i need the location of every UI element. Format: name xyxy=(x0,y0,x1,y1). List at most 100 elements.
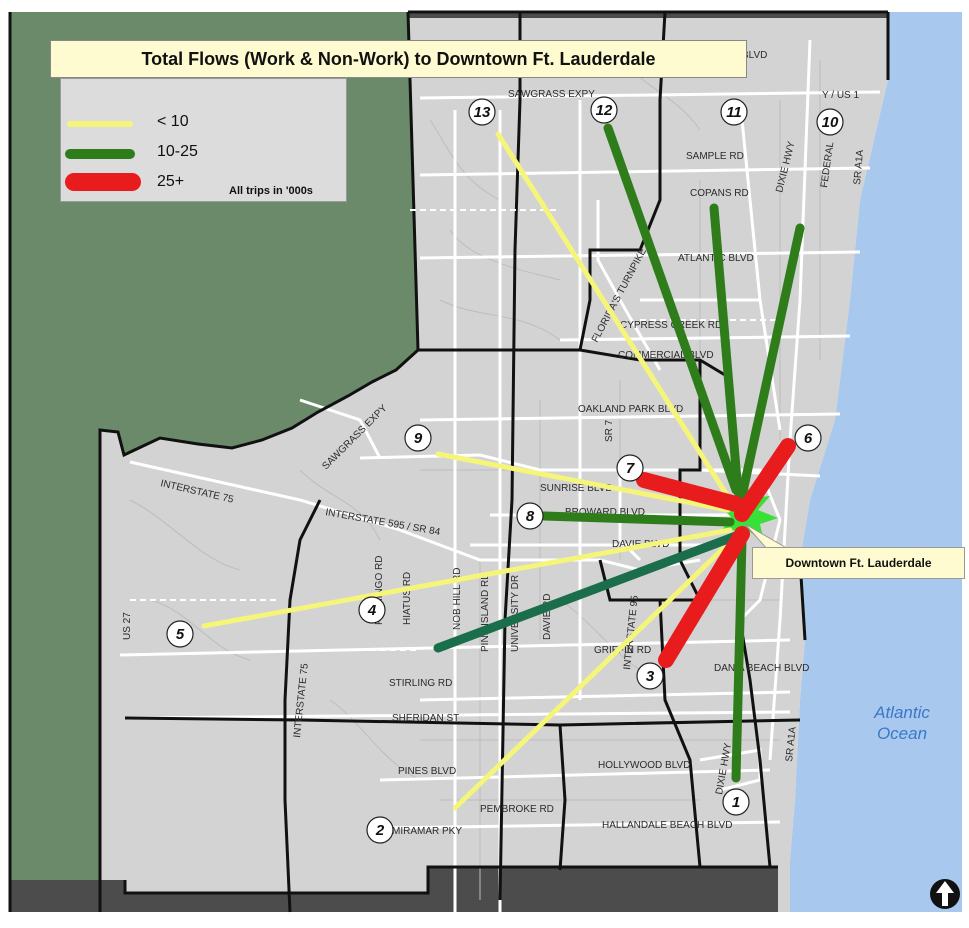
northern-boundary-area xyxy=(408,12,888,18)
road-label-dania-beach: DANIA BEACH BLVD xyxy=(714,663,809,674)
zone-marker-circle xyxy=(816,108,844,136)
road-label-broward-blvd: BROWARD BLVD xyxy=(565,507,645,518)
road-label-copans-rd: COPANS RD xyxy=(690,188,749,199)
flow-line-zone-4 xyxy=(433,531,741,653)
zone-marker-11: 11 xyxy=(720,98,748,126)
dashed-boundaries xyxy=(130,209,780,651)
zone-marker-circle xyxy=(722,788,750,816)
legend-item-low xyxy=(65,121,133,127)
road-label-pine-island-rd: PINE ISLAND RD xyxy=(480,573,491,652)
north-arrow-icon xyxy=(930,879,960,909)
road-label-hallandale: HALLANDALE BEACH BLVD xyxy=(602,820,732,831)
zone-marker-circle xyxy=(516,502,544,530)
flow-line-zone-9 xyxy=(435,451,731,513)
zone-marker-6: 6 xyxy=(794,424,822,452)
zone-marker-12: 12 xyxy=(590,96,618,124)
flow-line-zone-11 xyxy=(709,203,743,497)
zone-number: 3 xyxy=(646,668,655,685)
zone-marker-5: 5 xyxy=(166,620,194,648)
zone-number: 2 xyxy=(375,822,385,839)
zone-number: 10 xyxy=(822,114,839,131)
legend: < 10 10-25 25+ All trips in '000s xyxy=(60,78,347,202)
flow-line-zone-1 xyxy=(731,535,747,783)
zone-number: 11 xyxy=(726,104,742,121)
zone-number: 1 xyxy=(732,794,740,811)
legend-item-high xyxy=(65,173,141,191)
road-label-commercial-blvd: COMMERCIAL BLVD xyxy=(618,350,714,361)
road-label-university-dr: UNIVERSITY DR xyxy=(510,575,521,652)
zone-marker-circle xyxy=(636,662,664,690)
flow-line-zone-8 xyxy=(539,511,735,527)
zone-marker-circle xyxy=(616,454,644,482)
road-label-us1: Y / US 1 xyxy=(822,90,859,101)
road-label-hollywood-blvd: HOLLYWOOD BLVD xyxy=(598,760,690,771)
zone-marker-circle xyxy=(468,98,496,126)
road-label-flamingo-rd: FLAMINGO RD xyxy=(374,556,385,625)
zone-marker-circle xyxy=(404,424,432,452)
road-label-sr7: SR 7 xyxy=(604,419,615,442)
zone-number: 4 xyxy=(367,602,377,619)
road-label-sawgrass-expy-north: SAWGRASS EXPY xyxy=(508,89,595,100)
zone-marker-circle xyxy=(166,620,194,648)
zone-number: 12 xyxy=(596,102,613,119)
zone-marker-1: 1 xyxy=(722,788,750,816)
flow-line-zone-5 xyxy=(201,527,733,629)
arterial-roads xyxy=(119,39,881,912)
flow-line-zone-7 xyxy=(636,472,744,512)
flow-line-zone-12 xyxy=(603,123,741,495)
zone-number: 5 xyxy=(176,626,185,643)
road-label-miramar-pky: MIRAMAR PKY xyxy=(392,826,462,837)
road-label-sr-a1a-south: SR A1A xyxy=(784,726,799,762)
flow-line-zone-3 xyxy=(658,526,750,668)
zone-marker-8: 8 xyxy=(516,502,544,530)
legend-item-medium xyxy=(65,149,135,159)
zone-number: 6 xyxy=(804,430,813,447)
zone-marker-circle xyxy=(794,424,822,452)
zone-marker-circle xyxy=(358,596,386,624)
downtown-label: Downtown Ft. Lauderdale xyxy=(752,547,965,579)
road-label-us27: US 27 xyxy=(122,612,133,640)
road-label-hiatus-rd: HIATUS RD xyxy=(402,572,413,625)
legend-note: All trips in '000s xyxy=(229,185,313,197)
zone-marker-3: 3 xyxy=(636,662,664,690)
road-label-oakland-park: OAKLAND PARK BLVD xyxy=(578,404,683,415)
zone-marker-circle xyxy=(590,96,618,124)
zone-marker-10: 10 xyxy=(816,108,844,136)
road-label-cypress-creek: CYPRESS CREEK RD xyxy=(620,320,722,331)
road-label-sr-a1a-north: SR A1A xyxy=(852,149,866,185)
road-label-sample-rd: SAMPLE RD xyxy=(686,151,744,162)
flow-line-zone-6 xyxy=(734,438,796,522)
boundary-lines xyxy=(8,10,890,913)
flow-line-zone-2 xyxy=(452,533,739,811)
zone-number: 9 xyxy=(414,430,423,447)
zone-marker-13: 13 xyxy=(468,98,496,126)
legend-label-high: 25+ xyxy=(157,173,185,190)
road-label-pembroke-rd: PEMBROKE RD xyxy=(480,804,554,815)
ocean-area xyxy=(790,12,962,912)
everglades-area xyxy=(10,12,418,912)
flow-line-zone-10 xyxy=(737,223,805,501)
zone-marker-circle xyxy=(720,98,748,126)
flow-line-zone-13 xyxy=(495,131,733,503)
zone-marker-2: 2 xyxy=(366,816,394,844)
road-label-blvd-top: BLVD xyxy=(742,50,767,61)
road-label-davie-rd: DAVIE RD xyxy=(542,594,553,641)
road-label-nob-hill-rd: NOB HILL RD xyxy=(452,568,463,630)
southern-boundary-area xyxy=(10,867,778,912)
zone-marker-7: 7 xyxy=(616,454,644,482)
flow-lines xyxy=(201,123,805,811)
road-label-sheridan-st: SHERIDAN ST xyxy=(392,713,459,724)
zone-marker-4: 4 xyxy=(358,596,386,624)
road-label-stirling-rd: STIRLING RD xyxy=(389,678,452,689)
zone-marker-9: 9 xyxy=(404,424,432,452)
ocean-label: Atlantic Ocean xyxy=(874,703,930,743)
zone-number: 7 xyxy=(626,460,635,477)
zone-number: 13 xyxy=(474,104,491,121)
road-label-sunrise-blvd: SUNRISE BLVD xyxy=(540,483,613,494)
road-label-griffin-rd: GRIFFIN RD xyxy=(594,645,651,656)
legend-label-low: < 10 xyxy=(157,113,189,130)
road-label-pines-blvd: PINES BLVD xyxy=(398,766,456,777)
